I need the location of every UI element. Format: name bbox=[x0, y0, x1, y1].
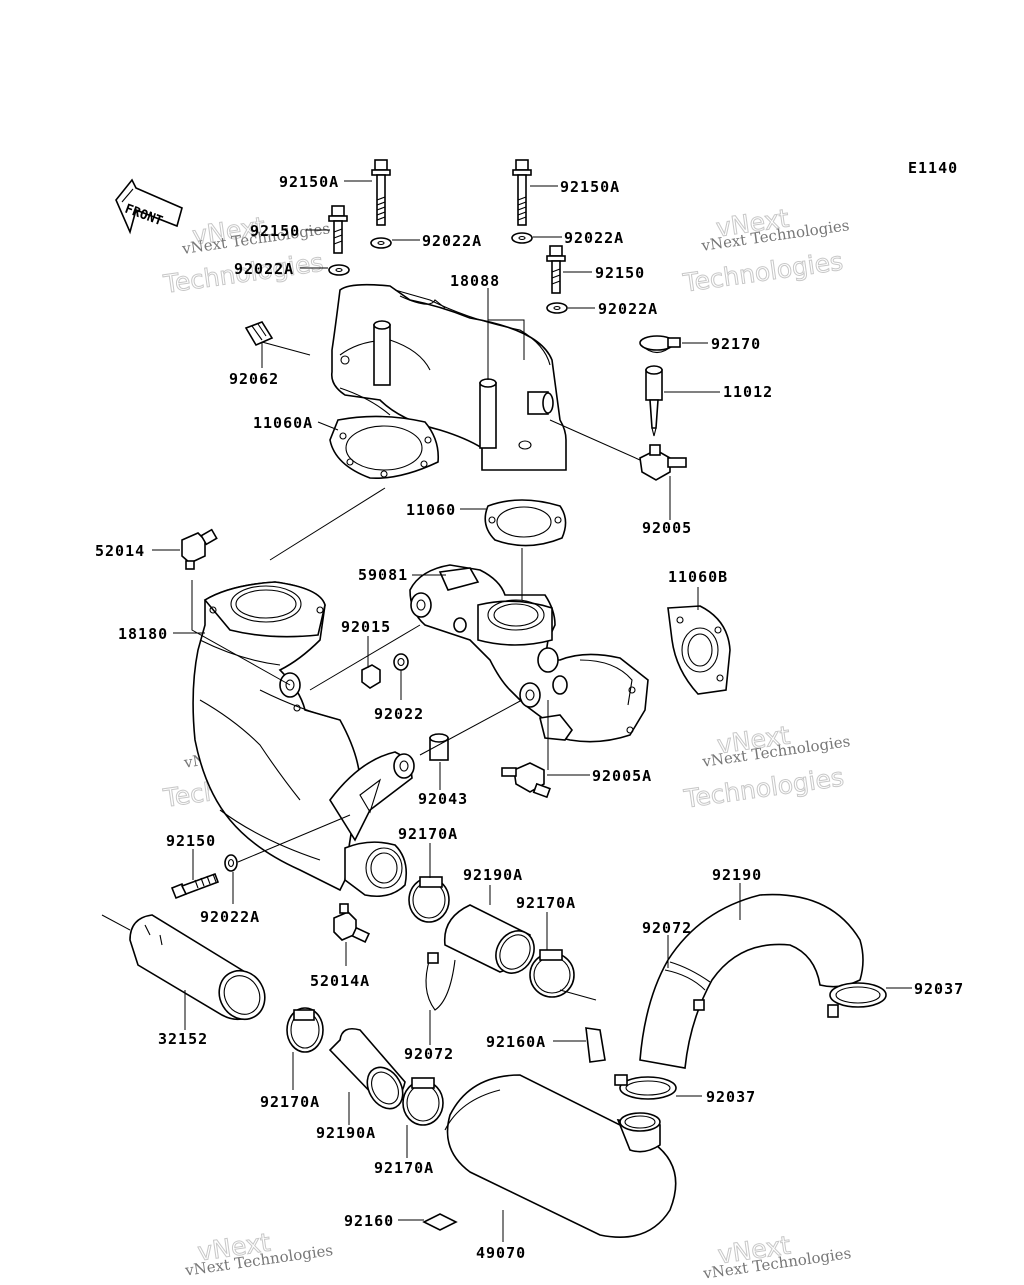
label-92022A-5: 92022A bbox=[200, 908, 260, 926]
watermark-bottom-right: vNext vNext Technologies bbox=[701, 1230, 852, 1283]
label-18088: 18088 bbox=[450, 272, 500, 290]
stud-92062 bbox=[244, 321, 274, 347]
label-92005A: 92005A bbox=[592, 767, 652, 785]
label-92022: 92022 bbox=[374, 705, 424, 723]
label-11060A: 11060A bbox=[253, 414, 313, 432]
pad-92160 bbox=[422, 1213, 458, 1231]
label-59081: 59081 bbox=[358, 566, 408, 584]
clamp-92072-a bbox=[425, 952, 456, 1011]
gasket-11060b bbox=[667, 605, 731, 695]
washer-92022a-c bbox=[328, 264, 350, 276]
expansion-chamber-18180 bbox=[192, 581, 415, 898]
label-92043: 92043 bbox=[418, 790, 468, 808]
bolt-92150a-left bbox=[371, 159, 391, 226]
label-18180: 18180 bbox=[118, 625, 168, 643]
leader-lines bbox=[101, 180, 912, 1242]
label-92150A-1: 92150A bbox=[279, 173, 339, 191]
fitting-52014a bbox=[333, 903, 371, 943]
label-92015: 92015 bbox=[341, 618, 391, 636]
label-92190: 92190 bbox=[712, 866, 762, 884]
label-92022A-1: 92022A bbox=[422, 232, 482, 250]
bolt-92150-top-left bbox=[328, 205, 348, 254]
gasket-11060a bbox=[329, 415, 440, 479]
nut-92015 bbox=[361, 664, 381, 689]
spacer-92043 bbox=[429, 733, 449, 761]
front-arrow-icon: FRONT bbox=[115, 178, 183, 235]
label-11012: 11012 bbox=[723, 383, 773, 401]
pad-92160a bbox=[585, 1027, 606, 1063]
watermark-mid-right: vNext vNext Technologies Technologies bbox=[681, 720, 851, 814]
fitting-92005a bbox=[501, 762, 551, 799]
label-92190A-1: 92190A bbox=[463, 866, 523, 884]
watermark-bottom-left: vNext vNext Technologies bbox=[183, 1227, 334, 1280]
label-92022A-4: 92022A bbox=[598, 300, 658, 318]
label-92072-1: 92072 bbox=[642, 919, 692, 937]
label-92022A-3: 92022A bbox=[234, 260, 294, 278]
bolt-92150-lower bbox=[170, 872, 220, 900]
label-92150-3: 92150 bbox=[166, 832, 216, 850]
label-11060B: 11060B bbox=[668, 568, 728, 586]
label-32152: 32152 bbox=[158, 1030, 208, 1048]
label-92170A-1: 92170A bbox=[398, 825, 458, 843]
washer-92022a-b bbox=[511, 232, 533, 244]
label-11060: 11060 bbox=[406, 501, 456, 519]
label-92150-1: 92150 bbox=[250, 222, 300, 240]
sensor-11012 bbox=[645, 365, 663, 437]
label-92062: 92062 bbox=[229, 370, 279, 388]
tailpipe-32152 bbox=[129, 914, 266, 1021]
clamp-92037-a bbox=[827, 982, 887, 1018]
washer-92022a-a bbox=[370, 237, 392, 249]
gasket-11060 bbox=[484, 499, 567, 547]
label-92170: 92170 bbox=[711, 335, 761, 353]
label-92190A-2: 92190A bbox=[316, 1124, 376, 1142]
part-labels: 92150A 92150A 92150 92022A 92022A 92022A… bbox=[95, 173, 964, 1262]
label-52014: 52014 bbox=[95, 542, 145, 560]
clamp-92170a-d bbox=[402, 1077, 444, 1126]
fitting-92005 bbox=[639, 444, 687, 481]
label-92170A-4: 92170A bbox=[374, 1159, 434, 1177]
label-92037-1: 92037 bbox=[914, 980, 964, 998]
label-92170A-2: 92170A bbox=[516, 894, 576, 912]
label-92150-2: 92150 bbox=[595, 264, 645, 282]
hose-92190a-b bbox=[328, 1027, 406, 1110]
label-92160: 92160 bbox=[344, 1212, 394, 1230]
label-49070: 49070 bbox=[476, 1244, 526, 1262]
watermark-top-left: vNext vNext Technologies Technologies bbox=[161, 211, 332, 299]
clamp-92037-b bbox=[614, 1074, 677, 1100]
clamp-92170a-c bbox=[286, 1007, 324, 1053]
watermark-top-right: vNext vNext Technologies Technologies bbox=[680, 203, 850, 298]
clamp-92170a-a bbox=[408, 876, 450, 923]
clamp-92170a-b bbox=[529, 949, 575, 998]
manifold-59081 bbox=[409, 564, 649, 743]
label-92160A: 92160A bbox=[486, 1033, 546, 1051]
bolt-92150a-right bbox=[512, 159, 532, 226]
hose-92190 bbox=[639, 893, 864, 1069]
exhaust-manifold-18088 bbox=[330, 283, 567, 471]
label-92022A-2: 92022A bbox=[564, 229, 624, 247]
washer-92022a-e bbox=[224, 854, 238, 872]
label-92170A-3: 92170A bbox=[260, 1093, 320, 1111]
bolt-92150-top-right bbox=[546, 245, 566, 294]
label-92072-2: 92072 bbox=[404, 1045, 454, 1063]
hose-92190a-a bbox=[443, 904, 535, 974]
label-92150A-2: 92150A bbox=[560, 178, 620, 196]
washer-92022 bbox=[393, 653, 409, 671]
fitting-52014 bbox=[181, 528, 218, 570]
muffler-49070 bbox=[444, 1074, 677, 1238]
washer-92022a-d bbox=[546, 302, 568, 314]
label-92037-2: 92037 bbox=[706, 1088, 756, 1106]
diagram-code: E1140 bbox=[908, 159, 958, 177]
clamp-92170 bbox=[639, 335, 681, 354]
label-52014A: 52014A bbox=[310, 972, 370, 990]
label-92005: 92005 bbox=[642, 519, 692, 537]
